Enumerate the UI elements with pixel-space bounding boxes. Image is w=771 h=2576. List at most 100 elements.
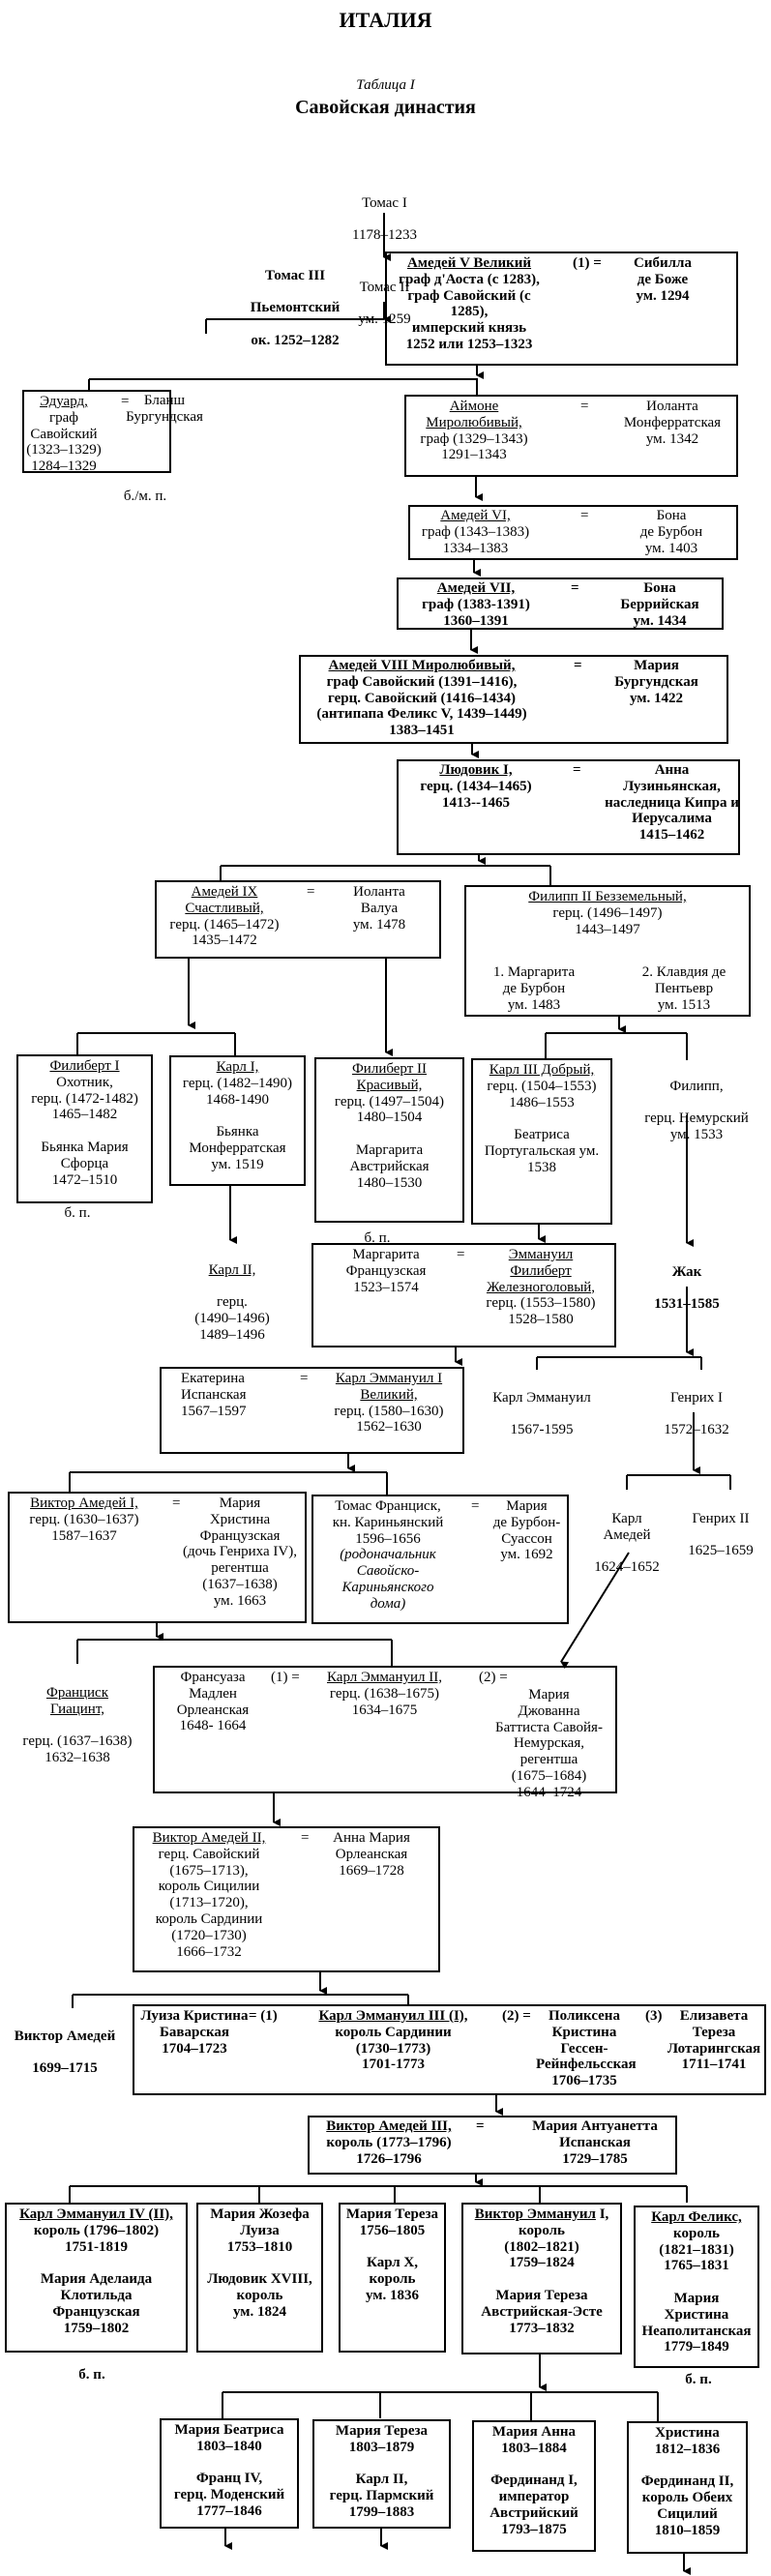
person-title: герц. (1465–1472) 1435–1472 <box>169 916 280 949</box>
person-name: Виктор Амедей I, <box>30 1495 138 1511</box>
spouse: Мария де Бурбон- Суассон ум. 1692 <box>492 1498 561 1563</box>
person-charles-emmanuel-nemours: Карл Эммануил 1567-1595 <box>479 1374 605 1455</box>
marriage-marker-1: = (1) <box>249 2008 278 2024</box>
dynasty-title: Савойская династия <box>295 97 476 118</box>
person-title: герц. (1580–1630) 1562–1630 <box>334 1403 444 1436</box>
family-victor-amadeus-3: Виктор Амедей III, король (1773–1796) 17… <box>308 2116 677 2175</box>
person-dates: 1624–1652 <box>594 1559 660 1576</box>
family-amadeus-7: Амедей VII, граф (1383-1391) 1360–1391 =… <box>397 577 724 630</box>
person-details: Охотник, герц. (1472-1482) 1465–1482 Бья… <box>31 1074 138 1188</box>
spouse: Маргарита Французская 1523–1574 <box>345 1247 427 1295</box>
person-name: Карл Эммануил III (I), <box>318 2008 468 2024</box>
person-name: Карл Эммануил <box>492 1389 591 1406</box>
person-details: герц. (1482–1490) 1468-1490 Бьянка Монфе… <box>182 1075 293 1172</box>
person-name: Филиберт II Красивый, <box>351 1061 428 1093</box>
person-name: Амедей VII, <box>436 580 516 596</box>
marriage-marker-1: (1) = <box>271 1670 300 1685</box>
person-name: Филипп II Безземельный, <box>528 889 687 904</box>
family-christina: Христина 1812–1836 Фердинанд II, король … <box>627 2421 748 2554</box>
family-amadeus-9: Амедей IX Счастливый, герц. (1465–1472) … <box>155 880 441 959</box>
person-jacques: Жак 1531–1585 <box>648 1248 726 1329</box>
person-name: Амедей V Великий <box>406 255 532 271</box>
table-label: Таблица I <box>356 77 415 93</box>
person-name: Томас III <box>264 267 326 283</box>
note-no-issue: б. п. <box>685 2372 712 2387</box>
person-title: Пьемонтский <box>250 300 341 316</box>
person-name: Виктор Амедей <box>14 2028 116 2044</box>
person-dates: 1178–1233 <box>352 227 417 244</box>
person-name: Карл Эммануил IV (II), <box>19 2206 173 2222</box>
family-louis-1: Людовик I, герц. (1434–1465) 1413--1465 … <box>397 759 740 855</box>
spouse-blanche: Бланш Бургундская <box>126 393 203 425</box>
spouse: Анна Лузиньянская, наследница Кипра и Ие… <box>605 762 739 844</box>
marriage-marker: = <box>571 580 579 596</box>
family-maria-josepha: Мария Жозефа Луиза 1753–1810 Людовик XVI… <box>196 2203 323 2353</box>
person-title: граф (1343–1383) 1334–1383 <box>421 523 530 556</box>
note-no-issue: б./м. п. <box>123 489 167 504</box>
person-name: Карл II, <box>208 1261 256 1278</box>
family-charles-emmanuel-2: Франсуаза Мадлен Орлеанская 1648- 1664 (… <box>153 1666 617 1800</box>
person-dates: 1531–1585 <box>654 1296 720 1313</box>
person-dates: 1699–1715 <box>32 2060 98 2077</box>
person-note: (родоначальник Савойско- Кариньянского д… <box>340 1547 436 1612</box>
person-title: герц. (1630–1637) 1587–1637 <box>29 1511 139 1544</box>
marriage-marker-3: (3) <box>645 2008 663 2024</box>
person-name: Виктор Амедей II, <box>152 1830 266 1846</box>
person-details: Мария Анна 1803–1884 Фердинанд I, импера… <box>489 2424 578 2537</box>
person-details: Мария Жозефа Луиза 1753–1810 Людовик XVI… <box>207 2206 312 2320</box>
marriage-marker: = <box>580 508 589 523</box>
person-details: герц. (1497–1504) 1480–1504 Маргарита Ав… <box>334 1093 445 1191</box>
family-charles-3: Карл III Добрый, герц. (1504–1553) 1486–… <box>471 1058 612 1225</box>
family-maria-beatrice: Мария Беатриса 1803–1840 Франц IV, герц.… <box>160 2418 299 2529</box>
spouse: Иоланта Валуа ум. 1478 <box>352 884 406 933</box>
person-name: Филиберт I <box>49 1058 120 1074</box>
spouse: Бона де Бурбон ум. 1403 <box>639 508 703 556</box>
person-victor-amadeus-jr: Виктор Амедей 1699–1715 <box>2 2012 128 2093</box>
person-henri-1: Генрих I 1572–1632 <box>653 1374 740 1455</box>
family-charles-emmanuel-4: Карл Эммануил IV (II), король (1796–1802… <box>5 2203 188 2353</box>
spouse-2: 2. Клавдия де Пентьевр ум. 1513 <box>641 964 727 1013</box>
person-title: герц. (1553–1580) 1528–1580 <box>486 1295 596 1328</box>
spouse: Сибилла де Боже ум. 1294 <box>634 255 692 304</box>
person-title: кн. Кариньянский 1596–1656 <box>332 1514 444 1547</box>
marriage-marker: = <box>457 1247 465 1262</box>
spouse: Екатерина Испанская 1567–1597 <box>181 1371 247 1419</box>
family-edward: Эдуард, граф Савойский (1323–1329) 1284–… <box>22 390 171 475</box>
person-title: герц. (1637–1638) 1632–1638 <box>22 1733 133 1765</box>
family-maria-theresa: Мария Тереза 1756–1805 Карл X, король ум… <box>339 2203 446 2353</box>
spouse-1: 1. Маргарита де Бурбон ум. 1483 <box>492 964 576 1013</box>
spouse: Иоланта Монферратская ум. 1342 <box>623 399 722 447</box>
person-title: граф Савойский (1323–1329) 1284–1329 <box>26 409 102 475</box>
spouse: Мария Христина Французская (дочь Генриха… <box>183 1495 297 1609</box>
person-name: Филипп, <box>669 1078 724 1094</box>
note-no-issue: б. п. <box>364 1230 391 1246</box>
family-charles-felix: Карл Феликс, король (1821–1831) 1765–183… <box>634 2206 759 2368</box>
person-name: Карл I, <box>216 1059 259 1075</box>
family-charles-emmanuel-1: Екатерина Испанская 1567–1597 = Карл Эмм… <box>160 1367 464 1454</box>
person-tomas-2: Томас II ум. 1259 <box>319 263 450 344</box>
person-tomas-3: Томас III Пьемонтский ок. 1252–1282 <box>227 252 363 366</box>
family-philibert-2: Филиберт II Красивый, герц. (1497–1504) … <box>314 1057 464 1223</box>
person-title: король Сардинии (1730–1773) 1701-1773 <box>335 2024 452 2073</box>
person-title: герц. (1434–1465) 1413--1465 <box>420 778 532 811</box>
marriage-marker: = <box>121 394 130 409</box>
person-name-suffix: I, <box>595 2206 609 2222</box>
person-details: король (1796–1802) 1751-1819 Мария Адела… <box>33 2222 160 2336</box>
person-name: Томас II <box>359 279 410 295</box>
person-name: Франциск Гиацинт, <box>45 1684 109 1717</box>
marriage-marker: = <box>476 2118 485 2134</box>
person-name: Аймоне Миролюбивый, <box>426 399 522 430</box>
marriage-marker: = <box>300 1371 309 1386</box>
person-name: Виктор Амедей III, <box>326 2118 452 2134</box>
person-name: Карл Феликс, <box>651 2209 742 2225</box>
person-name: Томас I <box>362 194 407 211</box>
person-name: Виктор Эммануил <box>474 2206 596 2222</box>
family-maria-theresa-2: Мария Тереза 1803–1879 Карл II, герц. Па… <box>312 2419 451 2529</box>
spouse-2: Поликсена Кристина Гессен- Рейнфельсская… <box>536 2008 637 2089</box>
family-amadeus-8: Амедей VIII Миролюбивый, граф Савойский … <box>299 655 728 744</box>
spouse: Мария Бургундская ум. 1422 <box>614 658 698 706</box>
marriage-marker: = <box>580 399 589 414</box>
person-name: Карл III Добрый, <box>489 1062 595 1078</box>
family-maria-anna: Мария Анна 1803–1884 Фердинанд I, импера… <box>472 2420 596 2552</box>
family-philibert-1: Филиберт I Охотник, герц. (1472-1482) 14… <box>16 1054 153 1203</box>
